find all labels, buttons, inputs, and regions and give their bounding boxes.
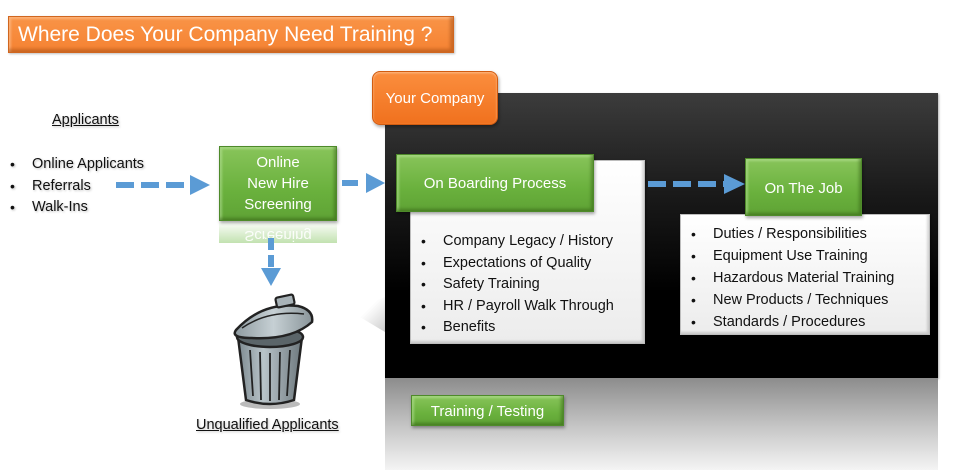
list-item: Benefits	[411, 317, 614, 339]
your-company-tab: Your Company	[372, 71, 498, 125]
training-testing-box: Training / Testing	[411, 395, 564, 426]
applicants-list: Online Applicants Referrals Walk-Ins	[0, 154, 144, 219]
list-item: Referrals	[0, 176, 144, 198]
on-the-job-box: On The Job	[745, 158, 862, 216]
screening-line: Screening	[244, 196, 312, 213]
screening-line: New Hire	[247, 175, 309, 192]
dashed-arrow-right-icon	[116, 175, 210, 195]
dashed-arrow-right-icon	[648, 174, 745, 194]
panel-shadow	[350, 295, 390, 335]
unqualified-applicants-label: Unqualified Applicants	[196, 417, 339, 433]
list-item: Equipment Use Training	[681, 245, 894, 267]
list-item: Walk-Ins	[0, 197, 144, 219]
dashed-arrow-down-icon	[261, 238, 281, 286]
list-item: Standards / Procedures	[681, 311, 894, 333]
list-item: Duties / Responsibilities	[681, 223, 894, 245]
list-item: HR / Payroll Walk Through	[411, 296, 614, 318]
dashed-arrow-right-icon	[342, 173, 385, 193]
trash-can-icon	[233, 293, 314, 409]
on-the-job-card: Duties / Responsibilities Equipment Use …	[680, 214, 930, 335]
list-item: Online Applicants	[0, 154, 144, 176]
list-item: New Products / Techniques	[681, 289, 894, 311]
list-item: Company Legacy / History	[411, 231, 614, 253]
screening-line: Online	[256, 154, 300, 171]
onboarding-process-box: On Boarding Process	[396, 154, 594, 212]
page-title: Where Does Your Company Need Training ?	[8, 16, 454, 53]
applicants-heading: Applicants	[52, 112, 119, 128]
onboarding-list: Company Legacy / History Expectations of…	[411, 231, 614, 339]
list-item: Safety Training	[411, 274, 614, 296]
list-item: Expectations of Quality	[411, 253, 614, 275]
on-the-job-list: Duties / Responsibilities Equipment Use …	[681, 223, 894, 333]
screening-box: Online New Hire Screening	[219, 146, 337, 221]
list-item: Hazardous Material Training	[681, 267, 894, 289]
